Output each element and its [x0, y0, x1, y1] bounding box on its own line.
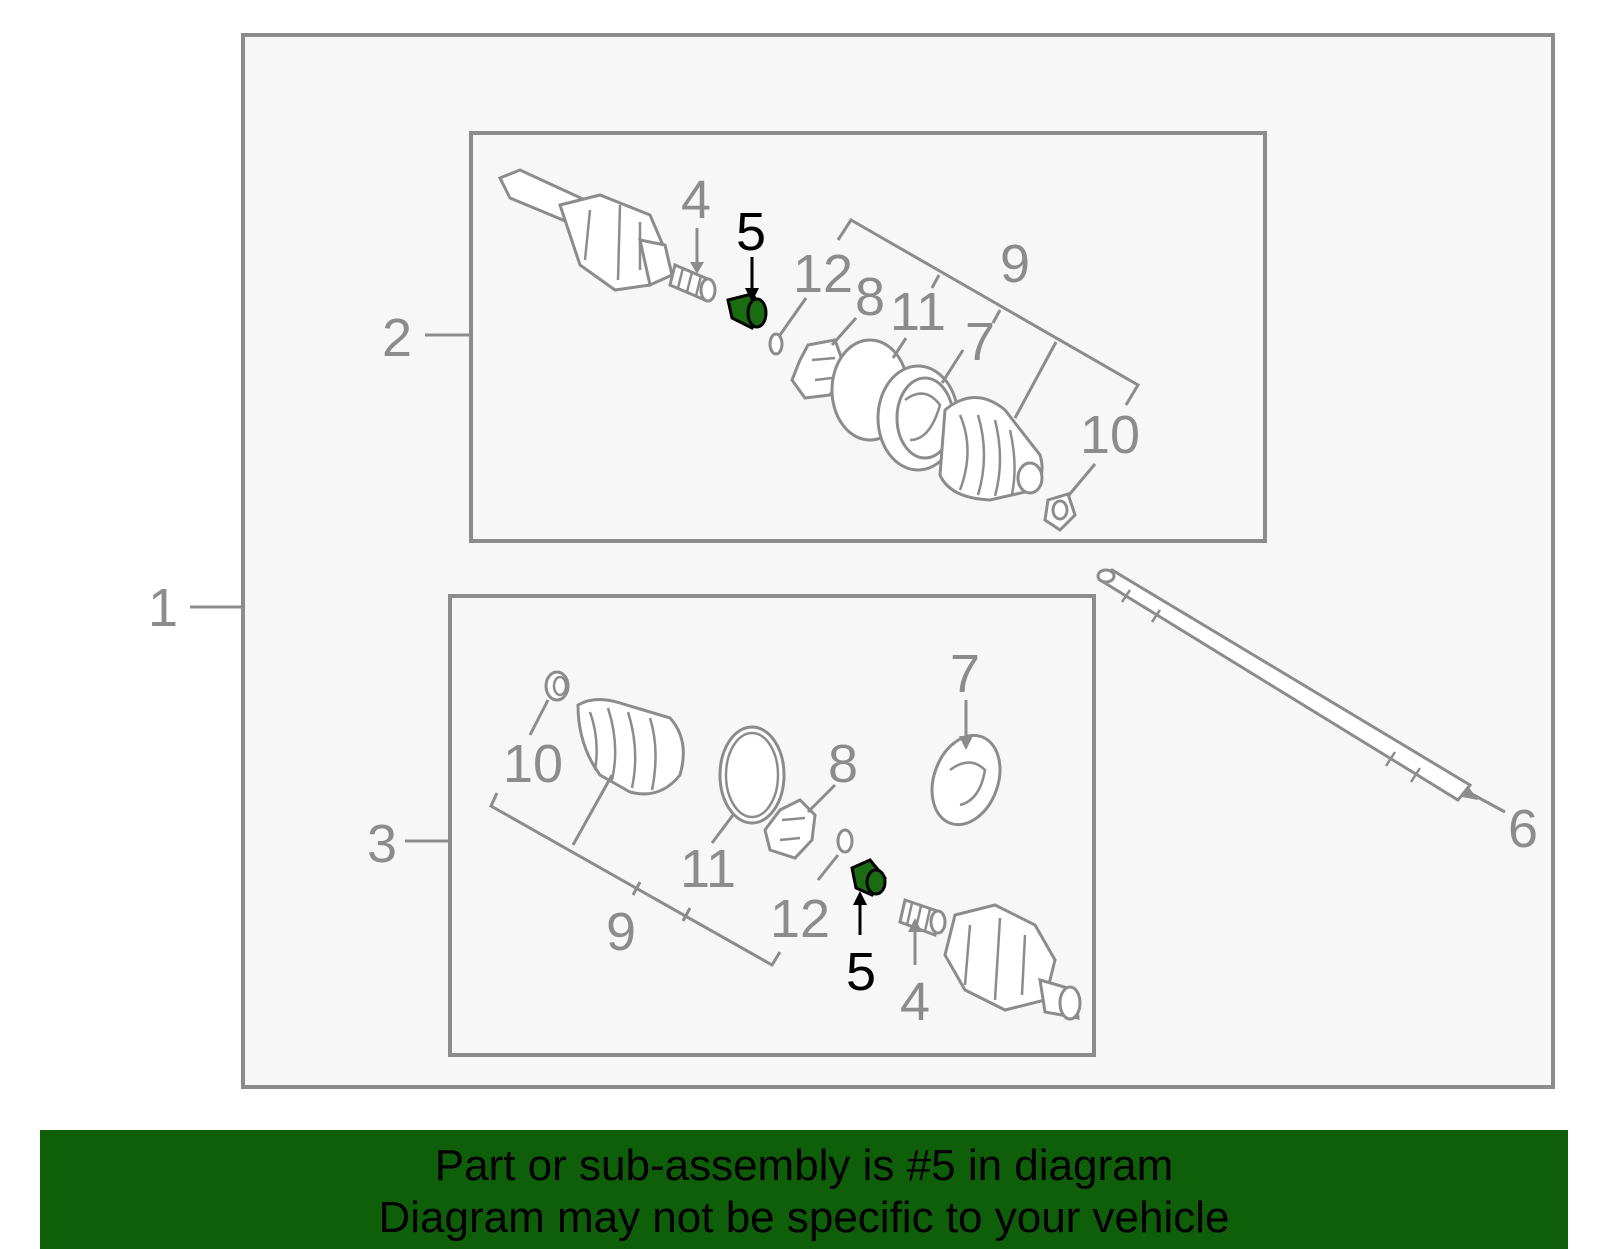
- bottom-part-4-spacer: [898, 898, 947, 938]
- callout-bottom-7: 7: [950, 644, 980, 704]
- callout-3: 3: [367, 814, 397, 874]
- top-part-5-highlight: [726, 292, 768, 330]
- callout-bottom-8: 8: [828, 734, 858, 794]
- callout-bottom-4: 4: [900, 972, 930, 1032]
- bracket-bottom-9: [489, 774, 782, 968]
- bottom-part-11-ring: [718, 725, 786, 825]
- outer-joint-box: [469, 131, 1267, 543]
- bottom-part-12-circlip: [836, 828, 854, 854]
- arrow-top-5: [745, 288, 759, 302]
- callout-bottom-10: 10: [503, 734, 563, 794]
- callout-top-11: 11: [890, 282, 946, 342]
- bottom-cv-housing: [943, 903, 1082, 1021]
- leader-bottom-10: [528, 699, 550, 736]
- callout-2: 2: [382, 308, 412, 368]
- callout-bottom-12: 12: [770, 889, 830, 949]
- top-cv-housing: [497, 168, 674, 292]
- callout-top-8: 8: [855, 267, 885, 327]
- bottom-part-10-clamp: [544, 670, 570, 702]
- info-banner: Part or sub-assembly is #5 in diagram Di…: [40, 1130, 1568, 1249]
- leader-bottom-8: [806, 783, 837, 814]
- callout-top-7: 7: [965, 312, 995, 372]
- leader-top-12: [778, 297, 808, 336]
- top-part-7-housing: [876, 364, 960, 472]
- callout-top-9: 9: [1000, 234, 1030, 294]
- callout-bottom-9: 9: [606, 902, 636, 962]
- arrow-bottom-4: [908, 918, 922, 932]
- bottom-part-8-tripod: [763, 798, 817, 860]
- top-part-4-spacer: [668, 262, 717, 303]
- leader-bottom-11: [710, 814, 735, 844]
- top-part-boot: [938, 396, 1044, 502]
- part-6-shaft: [1096, 568, 1473, 802]
- callout-1: 1: [148, 578, 178, 638]
- arrow-top-4: [690, 262, 704, 274]
- callout-6: 6: [1508, 799, 1538, 859]
- banner-line-2: Diagram may not be specific to your vehi…: [378, 1193, 1230, 1242]
- leader-6: [1469, 791, 1506, 814]
- callout-bottom-5: 5: [846, 942, 876, 1002]
- callout-top-10: 10: [1080, 405, 1140, 465]
- leader-top-10: [1067, 463, 1097, 496]
- callout-top-5: 5: [736, 202, 766, 262]
- arrow-6: [1462, 786, 1478, 800]
- banner-line-1: Part or sub-assembly is #5 in diagram: [434, 1141, 1174, 1190]
- leader-top-11: [891, 337, 908, 359]
- bracket-top-9: [836, 217, 1141, 419]
- top-part-10-clamp: [1043, 492, 1077, 532]
- leader-bottom-12: [816, 854, 840, 881]
- leader-top-8: [830, 317, 858, 346]
- leader-top-7: [940, 349, 965, 384]
- arrow-bottom-7: [959, 736, 973, 750]
- bottom-part-5-highlight: [850, 858, 887, 897]
- bottom-part-boot: [576, 698, 685, 796]
- callout-top-12: 12: [793, 244, 853, 304]
- arrow-bottom-5: [853, 891, 867, 905]
- bottom-part-7-housing: [930, 733, 1002, 827]
- top-part-12-circlip: [768, 332, 784, 356]
- callout-top-4: 4: [681, 170, 711, 230]
- callout-bottom-11: 11: [680, 839, 736, 899]
